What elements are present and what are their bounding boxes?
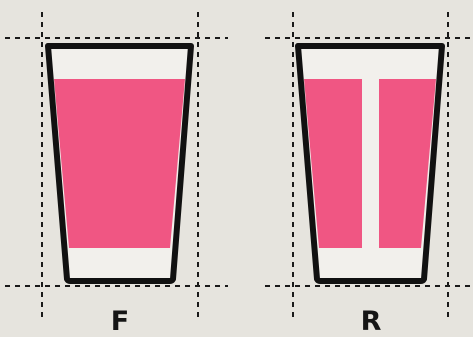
label-f: F	[100, 309, 140, 335]
label-r: R	[351, 309, 391, 335]
cup-r	[298, 46, 442, 281]
cup-f	[48, 46, 191, 281]
cup-f-liquid	[54, 79, 185, 248]
